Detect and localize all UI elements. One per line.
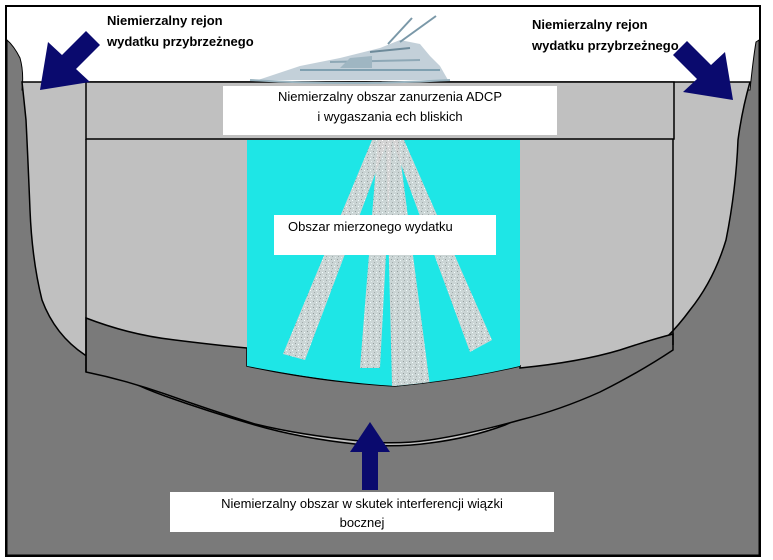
boat-icon — [249, 15, 451, 84]
label-nearshore-right: Niemierzalny rejon wydatku przybrzeżnego — [532, 17, 679, 53]
arrow-icon — [673, 41, 733, 100]
arrow-up — [350, 422, 390, 490]
arrow-icon — [40, 31, 100, 90]
label-measured-area: Obszar mierzonego wydatku — [274, 215, 496, 255]
label-bottom-line2: bocznej — [339, 515, 385, 530]
arrow-icon — [350, 422, 390, 490]
label-top-line2: i wygaszania ech bliskich — [317, 109, 463, 124]
beam-3 — [386, 140, 430, 386]
arrow-left — [40, 31, 100, 90]
label-top-line1: Niemierzalny obszar zanurzenia ADCP — [278, 89, 502, 104]
label-top-unmeasured: Niemierzalny obszar zanurzenia ADCP i wy… — [223, 86, 557, 135]
label-bottom-unmeasured: Niemierzalny obszar w skutek interferenc… — [170, 492, 554, 532]
arrow-right — [673, 41, 733, 100]
label-bottom-line1: Niemierzalny obszar w skutek interferenc… — [221, 496, 503, 511]
side-lobe-band — [85, 316, 674, 444]
label-nearshore-left: Niemierzalny rejon wydatku przybrzeżnego — [107, 13, 254, 49]
